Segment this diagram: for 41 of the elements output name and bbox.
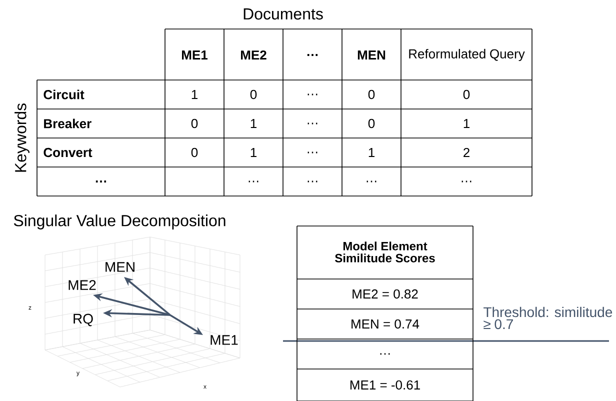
heading: Documents xyxy=(244,8,323,20)
table-cell: 1 xyxy=(464,119,470,128)
table-cell: … xyxy=(308,152,318,154)
vector-label: RQ xyxy=(74,314,93,326)
table-cell: ME2 = 0.82 xyxy=(352,289,418,299)
table-cell: 0 xyxy=(191,148,198,158)
table-cell: ME1 = -0.61 xyxy=(350,380,420,390)
table-cell: 0 xyxy=(191,118,198,128)
row-header: Circuit xyxy=(44,90,84,100)
row-header: … xyxy=(96,180,106,182)
table-cell: 0 xyxy=(250,90,257,100)
column-header: ME2 xyxy=(241,50,266,60)
axis-title: Keywords xyxy=(14,103,30,172)
table-cell: 1 xyxy=(192,90,198,99)
table-cell: … xyxy=(366,180,376,182)
table-cell: 1 xyxy=(250,148,256,157)
section-title: Singular Value Decomposition xyxy=(14,214,226,230)
table-cell: … xyxy=(380,353,390,355)
vector-label: MEN xyxy=(106,262,134,272)
column-header: ME1 xyxy=(182,50,208,60)
table-cell: 2 xyxy=(464,148,470,158)
table-cell: 0 xyxy=(368,90,375,100)
vector-label: ME2 xyxy=(68,280,96,290)
column-header: MEN xyxy=(358,50,386,60)
table-cell: … xyxy=(248,180,258,182)
table-cell: … xyxy=(308,180,318,182)
table-cell: 0 xyxy=(368,118,375,128)
table-cell: 0 xyxy=(463,90,470,100)
column-header: Model Element Similitude Scores xyxy=(335,242,435,262)
vector-label: ME1 xyxy=(210,335,238,345)
table-cell: 1 xyxy=(368,148,374,157)
table-cell: … xyxy=(308,122,318,124)
table-cell: MEN = 0.74 xyxy=(352,319,420,329)
table-cell: … xyxy=(308,94,318,96)
threshold-note: Threshold: similitude ≥ 0.7 xyxy=(484,306,612,330)
column-header: Reformulated Query xyxy=(409,48,525,62)
table-cell: 1 xyxy=(250,119,256,128)
row-header: Convert xyxy=(44,148,92,158)
row-header: Breaker xyxy=(44,118,92,128)
table-cell: … xyxy=(462,180,472,182)
column-header: … xyxy=(307,54,318,56)
